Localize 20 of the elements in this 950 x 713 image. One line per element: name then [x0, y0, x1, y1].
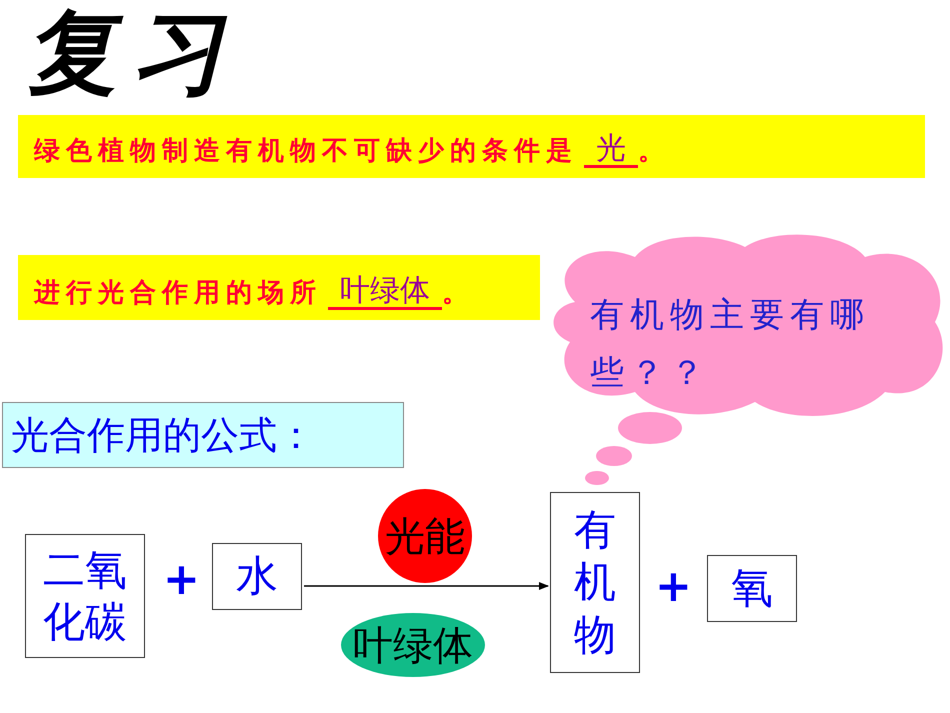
heading-box: 光合作用的公式：: [2, 402, 404, 468]
highlight-band: [18, 255, 540, 320]
term-box: 水: [212, 543, 302, 610]
punctuation: 。: [638, 135, 670, 168]
answer-blank: 叶绿体: [328, 274, 442, 310]
answer-blank: 光: [584, 132, 638, 168]
question-text: 进行光合作用的场所: [34, 277, 322, 310]
condition-circle: 光能: [378, 489, 472, 583]
term-box: 有机物: [550, 492, 640, 673]
punctuation: 。: [442, 277, 474, 310]
question-text: 绿色植物制造有机物不可缺少的条件是: [34, 135, 578, 168]
plus-sign: +: [163, 558, 200, 602]
plus-sign: +: [655, 565, 692, 609]
question-text: 有机物主要有哪些？？: [590, 294, 871, 395]
term-box: 氧: [707, 555, 797, 622]
term-box: 二氧化碳: [25, 534, 145, 658]
highlight-band: [18, 115, 925, 178]
arrow: [304, 582, 549, 590]
condition-ellipse: 叶绿体: [341, 613, 485, 677]
slide-title: 复习: [25, 2, 237, 104]
